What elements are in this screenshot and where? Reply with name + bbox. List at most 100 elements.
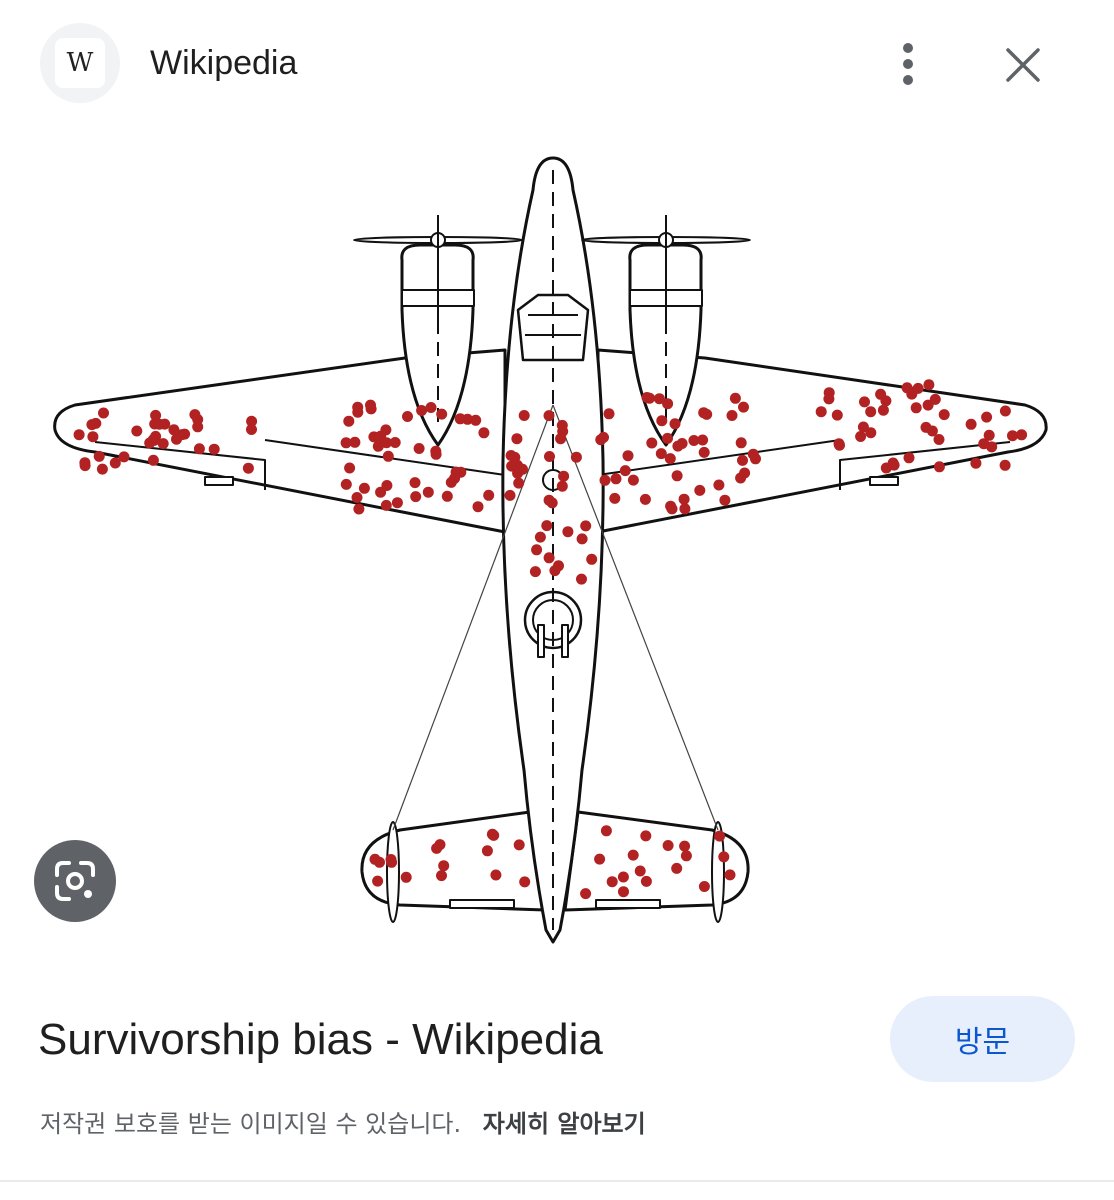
bullet-hole-dot xyxy=(118,451,130,463)
site-logo[interactable]: W xyxy=(40,23,120,103)
bullet-hole-dot xyxy=(352,406,364,418)
airplane-diagram xyxy=(53,156,1048,944)
bullet-hole-dot xyxy=(664,453,676,465)
bullet-hole-dot xyxy=(662,398,674,410)
bullet-hole-dot xyxy=(662,432,673,444)
bullet-hole-dot xyxy=(999,459,1011,471)
bullet-hole-dot xyxy=(153,418,165,430)
bullet-hole-dot xyxy=(920,421,932,433)
bullet-hole-dot xyxy=(865,427,877,439)
bullet-hole-dot xyxy=(529,566,541,578)
bullet-hole-dot xyxy=(488,829,500,841)
bullet-hole-dot xyxy=(514,463,526,475)
bullet-hole-dot xyxy=(246,415,258,427)
bullet-hole-dot xyxy=(735,437,747,449)
bullet-hole-dot xyxy=(678,493,690,505)
bullet-hole-dot xyxy=(358,482,370,494)
bullet-hole-dot xyxy=(246,424,257,435)
google-lens-button[interactable] xyxy=(34,840,116,922)
bullet-hole-dot xyxy=(965,418,977,430)
bullet-hole-dot xyxy=(544,451,555,462)
bullet-hole-dot xyxy=(656,415,668,427)
bullet-hole-dot xyxy=(595,434,607,446)
bullet-hole-dot xyxy=(478,427,490,439)
bullet-hole-dot xyxy=(644,392,655,404)
bullet-hole-dot xyxy=(999,405,1011,417)
bullet-hole-dot xyxy=(98,407,109,419)
wikipedia-logo-icon: W xyxy=(55,38,105,88)
bullet-hole-dot xyxy=(714,830,726,842)
more-options-button[interactable] xyxy=(880,36,936,92)
bullet-hole-dot xyxy=(701,408,713,420)
bullet-hole-dot xyxy=(627,474,639,486)
bullet-hole-dot xyxy=(729,392,741,404)
bullet-hole-dot xyxy=(671,862,683,874)
bullet-hole-dot xyxy=(859,396,870,408)
bullet-hole-dot xyxy=(586,553,598,565)
bullet-hole-dot xyxy=(400,871,412,883)
bullet-hole-dot xyxy=(910,402,922,414)
bullet-hole-dot xyxy=(833,438,845,450)
bullet-hole-dot xyxy=(470,414,482,426)
bullet-hole-dot xyxy=(422,486,434,498)
bullet-hole-dot xyxy=(562,526,574,538)
bullet-hole-dot xyxy=(933,461,945,473)
bullet-hole-dot xyxy=(431,842,443,854)
bullet-hole-dot xyxy=(556,419,568,431)
bullet-hole-dot xyxy=(208,443,220,455)
bullet-hole-dot xyxy=(481,845,493,857)
bullet-hole-dot xyxy=(646,437,658,449)
bullet-hole-dot xyxy=(436,870,447,882)
visit-button[interactable]: 방문 xyxy=(890,996,1075,1082)
more-vert-icon xyxy=(903,43,913,85)
bullet-hole-dot xyxy=(603,408,615,420)
bullet-hole-dot xyxy=(938,409,950,421)
bullet-hole-dot xyxy=(875,388,887,400)
bullet-hole-dot xyxy=(340,437,352,449)
bullet-hole-dot xyxy=(450,466,462,478)
bullet-hole-dot xyxy=(679,503,691,515)
bullet-hole-dot xyxy=(738,401,749,413)
bullet-hole-dot xyxy=(831,409,843,421)
bullet-hole-dot xyxy=(912,382,924,394)
bullet-hole-dot xyxy=(576,573,587,585)
bullet-hole-dot xyxy=(719,494,731,506)
bullet-hole-dot xyxy=(96,463,108,475)
learn-more-link[interactable]: 자세히 알아보기 xyxy=(482,1110,646,1138)
bullet-hole-dot xyxy=(618,886,629,898)
bullet-hole-dot xyxy=(640,830,652,842)
result-title[interactable]: Survivorship bias - Wikipedia xyxy=(38,1015,603,1064)
bullet-hole-dot xyxy=(610,473,622,485)
bullet-hole-dot xyxy=(933,434,945,445)
bullet-hole-dot xyxy=(672,440,684,452)
bullet-hole-dot xyxy=(671,470,683,482)
bullet-hole-dot xyxy=(73,429,85,441)
bullet-hole-dot xyxy=(430,448,442,460)
bullet-hole-dot xyxy=(639,493,651,505)
bullet-hole-dot xyxy=(441,490,453,502)
bullet-hole-dot xyxy=(1016,429,1028,441)
bullet-hole-dot xyxy=(679,840,691,852)
bullet-hole-dot xyxy=(402,411,413,422)
bullet-hole-dot xyxy=(381,437,392,449)
site-name[interactable]: Wikipedia xyxy=(150,44,298,82)
bullet-hole-dot xyxy=(877,404,889,416)
bullet-hole-dot xyxy=(483,489,495,501)
bullet-hole-dot xyxy=(669,418,681,430)
close-button[interactable] xyxy=(992,34,1054,96)
result-image[interactable] xyxy=(0,130,1114,970)
bullet-hole-dot xyxy=(147,454,159,466)
bullet-hole-dot xyxy=(549,565,561,577)
bullet-hole-dot xyxy=(340,478,352,490)
bullet-hole-dot xyxy=(983,429,995,441)
bullet-hole-dot xyxy=(747,448,759,460)
bullet-hole-dot xyxy=(90,417,102,429)
bullet-hole-dot xyxy=(694,484,706,496)
bullet-hole-dot xyxy=(511,433,523,445)
bullet-hole-dot xyxy=(382,450,394,462)
bullet-hole-dot xyxy=(627,849,639,861)
bullet-hole-dot xyxy=(724,869,736,881)
bullet-hole-dot xyxy=(513,839,525,851)
bullet-hole-dot xyxy=(372,875,384,887)
bullet-hole-dot xyxy=(713,479,725,491)
